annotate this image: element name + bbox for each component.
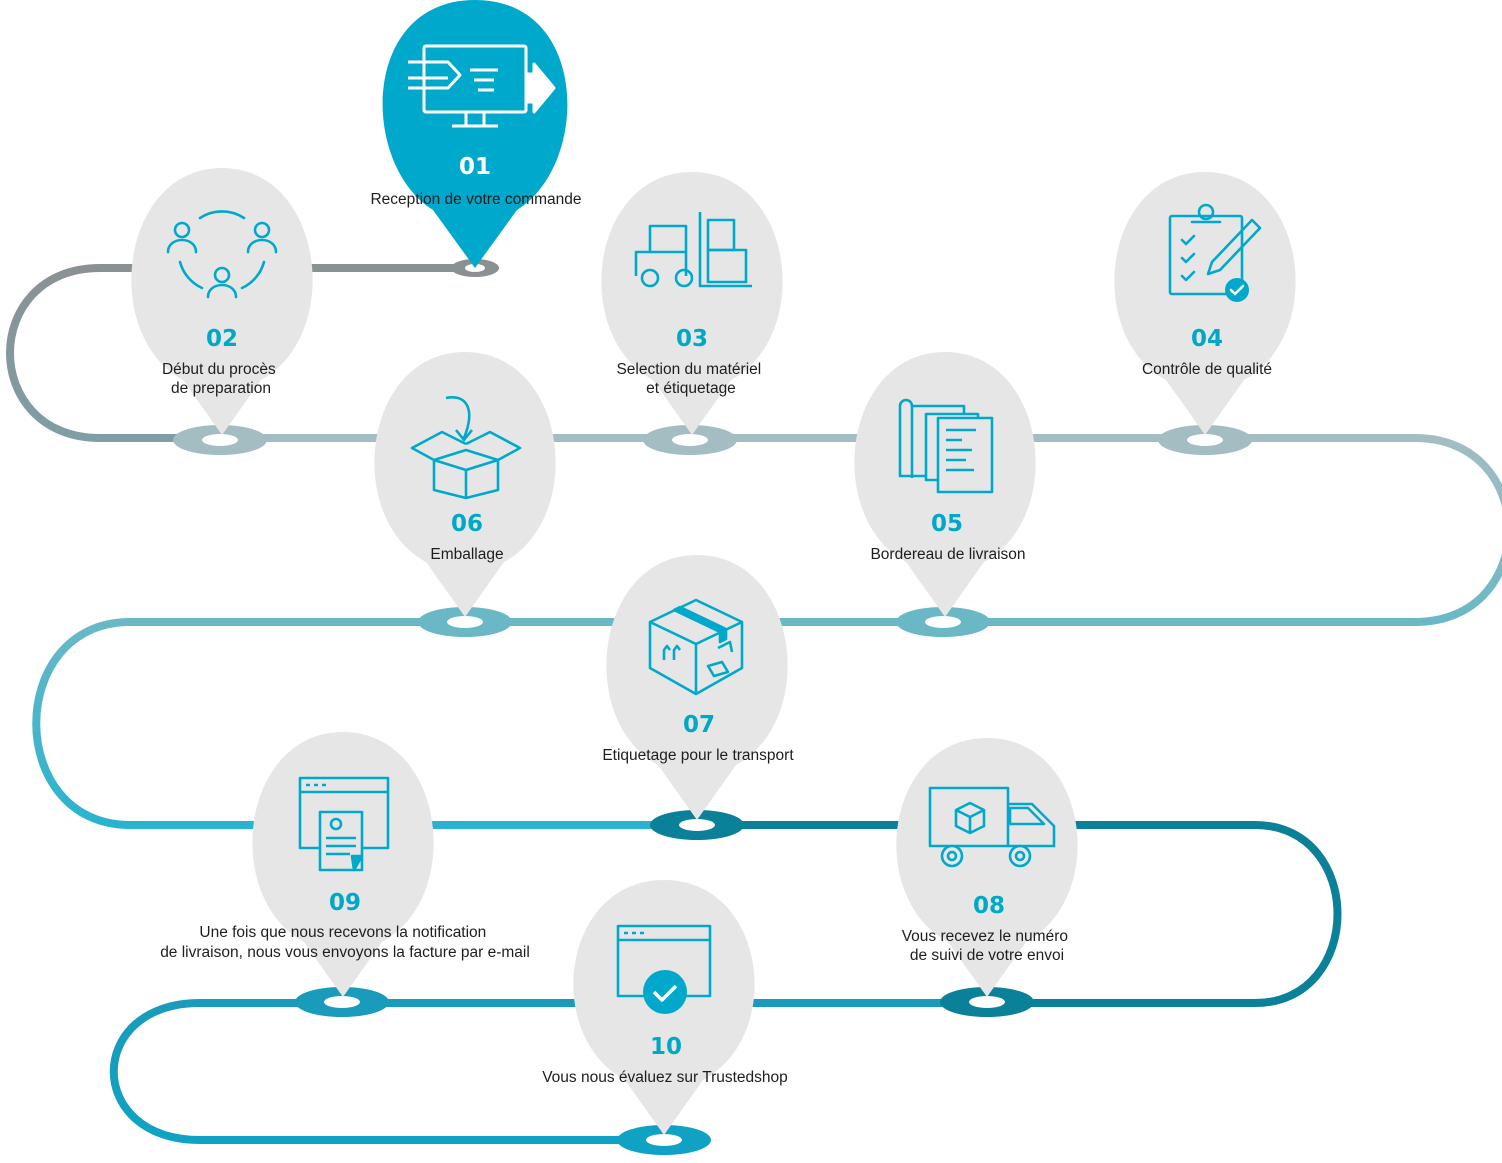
stop-marker-06 xyxy=(418,607,512,637)
step-10-pin: 10 xyxy=(573,880,755,1135)
stop-marker-05 xyxy=(896,607,990,637)
step-06-number: 06 xyxy=(451,511,483,537)
road-segment-3 xyxy=(32,618,949,829)
documents-icon xyxy=(898,398,994,494)
clipboard-check-icon xyxy=(1168,203,1262,302)
step-labels: Reception de votre commande Début du pro… xyxy=(160,191,1272,1086)
step-08-pin: 08 xyxy=(896,738,1078,997)
step-06-pin: 06 xyxy=(374,352,556,617)
step-05-label: Bordereau de livraison xyxy=(870,546,1025,563)
pin-01-shape xyxy=(382,0,568,268)
stop-marker-08 xyxy=(940,987,1034,1017)
step-03-label: Selection du matériel et étiquetage xyxy=(616,361,765,397)
delivery-truck-icon xyxy=(928,786,1056,868)
step-05-pin: 05 xyxy=(854,352,1036,617)
road-segment-4 xyxy=(693,821,1342,1007)
step-09-pin: 09 xyxy=(252,732,434,997)
step-09-label: Une fois que nous recevons la notificati… xyxy=(160,924,530,961)
road-segment-1 xyxy=(6,264,479,442)
stop-markers xyxy=(173,259,1252,1155)
road-segment-5 xyxy=(109,999,989,1144)
step-01-label: Reception de votre commande xyxy=(370,191,581,208)
road-segment-2 xyxy=(216,434,1502,626)
step-02-label: Début du procès de preparation xyxy=(162,361,280,397)
check-window-icon xyxy=(616,924,712,1014)
forklift-icon xyxy=(634,212,752,288)
step-01-pin: 01 xyxy=(382,0,568,268)
step-08-number: 08 xyxy=(973,893,1005,919)
step-08-label: Vous recevez le numéro de suivi de votre… xyxy=(902,928,1073,964)
stop-marker-10 xyxy=(617,1125,711,1155)
stop-marker-03 xyxy=(643,425,737,455)
step-07-number: 07 xyxy=(683,712,715,738)
step-04-number: 04 xyxy=(1191,326,1223,352)
stop-marker-09 xyxy=(295,987,389,1017)
stop-marker-07 xyxy=(650,810,744,840)
step-04-pin: 04 xyxy=(1114,172,1296,435)
step-04-label: Contrôle de qualité xyxy=(1142,361,1272,378)
step-03-number: 03 xyxy=(676,326,708,352)
computer-transfer-icon xyxy=(408,44,556,128)
labeled-box-icon xyxy=(648,598,744,696)
step-01-number: 01 xyxy=(459,154,491,180)
step-09-number: 09 xyxy=(329,890,361,916)
open-box-icon xyxy=(410,396,522,500)
step-03-pin: 03 xyxy=(601,172,783,435)
step-07-pin: 07 xyxy=(606,555,788,820)
stop-marker-02 xyxy=(173,425,267,455)
step-10-label: Vous nous évaluez sur Trustedshop xyxy=(542,1069,788,1086)
stop-marker-04 xyxy=(1158,425,1252,455)
invoice-window-icon xyxy=(298,776,390,872)
step-06-label: Emballage xyxy=(430,546,503,563)
step-05-number: 05 xyxy=(931,511,963,537)
road-path xyxy=(6,264,1502,1144)
step-02-number: 02 xyxy=(206,326,238,352)
step-02-pin: 02 xyxy=(131,168,313,435)
step-10-number: 10 xyxy=(650,1034,682,1060)
step-07-label: Etiquetage pour le transport xyxy=(602,747,794,764)
team-icon xyxy=(166,210,278,299)
